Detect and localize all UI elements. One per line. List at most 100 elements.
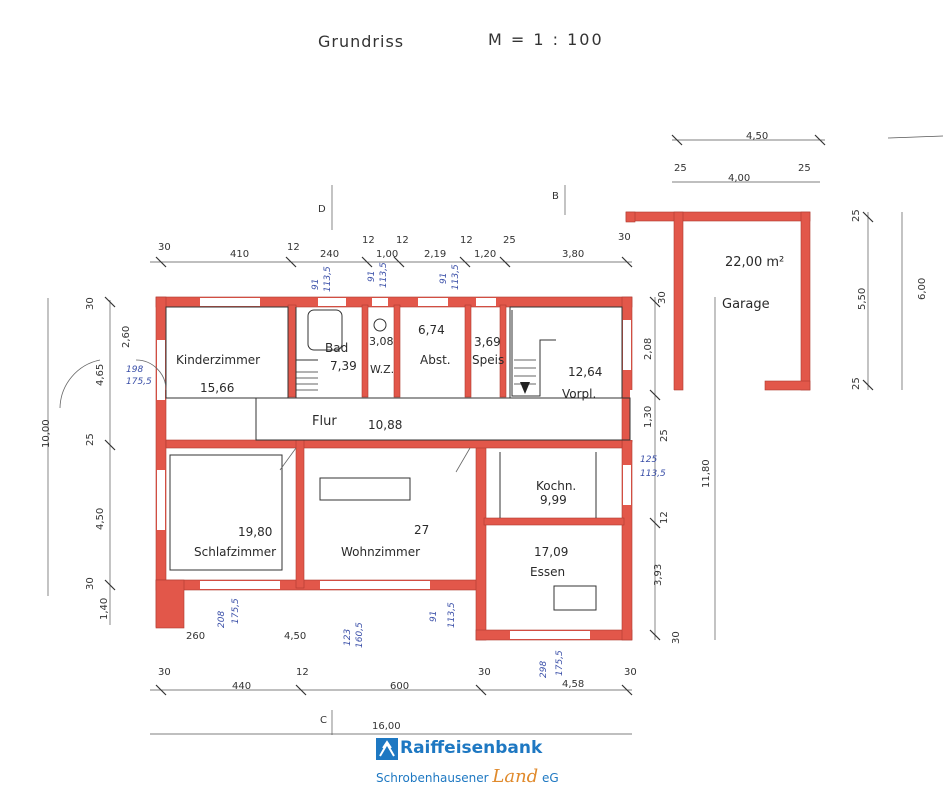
room-schlafzimmer-area: 19,80 (238, 525, 273, 539)
note-window-3a: 91 (439, 272, 449, 284)
dim-top-11: 25 (503, 235, 516, 246)
logo-sub-prefix: Schrobenhausener (376, 771, 489, 785)
dim-right-2: 2,08 (643, 337, 654, 360)
dim-bottom-7: 30 (624, 667, 637, 678)
note-window-2b: 113,5 (379, 262, 389, 288)
note-window-4a: 198 (126, 365, 144, 375)
raiffeisenbank-logo: Raiffeisenbank Schrobenhausener Land eG (374, 736, 574, 787)
dim-left-4: 25 (85, 433, 96, 446)
dim-bottom-1: 30 (158, 667, 171, 678)
logo-land: Land (492, 766, 539, 787)
dim-top-4: 240 (320, 249, 340, 260)
dim-garage-right-1: 25 (851, 209, 862, 222)
dim-bottom-3: 12 (296, 667, 309, 678)
dim-garage-right-4: 25 (851, 377, 862, 390)
dim-left-3: 4,65 (95, 363, 106, 386)
dim-garage-width: 4,50 (746, 131, 769, 142)
dim-top-10: 1,20 (474, 249, 497, 260)
dim-bottom-inner-1: 260 (186, 631, 206, 642)
dim-garage-wall-1: 25 (674, 163, 687, 174)
room-bad-area: 7,39 (330, 359, 357, 373)
note-window-5a: 125 (640, 455, 658, 465)
room-speis-area: 3,69 (474, 335, 501, 349)
dim-bottom-total: 16,00 (372, 721, 401, 732)
room-wz-label: W.Z. (370, 363, 395, 376)
dim-bottom-2: 440 (232, 681, 252, 692)
dim-top-6: 1,00 (376, 249, 399, 260)
section-mark-c: C (320, 715, 327, 726)
dim-top-9: 12 (460, 235, 473, 246)
dim-top-1: 30 (158, 242, 171, 253)
dim-bottom-4: 600 (390, 681, 410, 692)
room-garage-area: 22,00 m² (725, 255, 785, 270)
room-garage-label: Garage (722, 297, 770, 312)
dim-left-1: 30 (85, 297, 96, 310)
room-vorpl-area: 12,64 (568, 365, 603, 379)
dim-left-6: 30 (85, 577, 96, 590)
room-essen-area: 17,09 (534, 545, 569, 559)
logo-sub-suffix: eG (542, 771, 559, 785)
note-window-1b: 113,5 (323, 266, 333, 292)
dim-left-2: 2,60 (121, 325, 132, 348)
note-window-8b: 113,5 (447, 602, 457, 628)
room-kinderzimmer-label: Kinderzimmer (176, 353, 261, 367)
dim-top-12: 3,80 (562, 249, 585, 260)
room-essen-label: Essen (530, 565, 566, 579)
room-kochn-area: 9,99 (540, 493, 567, 507)
logo-subtitle: Schrobenhausener Land eG (376, 766, 559, 787)
room-flur-label: Flur (312, 414, 337, 429)
dim-right-7: 30 (671, 631, 682, 644)
note-window-7b: 160,5 (355, 622, 365, 648)
plan-title: Grundriss (318, 32, 405, 51)
dim-right-4: 25 (659, 429, 670, 442)
note-window-5b: 113,5 (640, 469, 666, 479)
room-flur-area: 10,88 (368, 418, 403, 432)
section-mark-b: B (552, 191, 559, 202)
dim-top-7: 12 (396, 235, 409, 246)
logo-name: Raiffeisenbank (400, 738, 543, 758)
dim-top-3: 12 (287, 242, 300, 253)
dim-bottom-5: 30 (478, 667, 491, 678)
room-kinderzimmer-area: 15,66 (200, 381, 235, 395)
dim-garage-right-2: 5,50 (857, 287, 868, 310)
dim-right-3: 1,30 (643, 405, 654, 428)
dim-left-7: 1,40 (99, 597, 110, 620)
note-window-9a: 298 (539, 660, 549, 678)
dim-top-2: 410 (230, 249, 250, 260)
dim-top-5: 12 (362, 235, 375, 246)
note-window-2a: 91 (367, 270, 377, 282)
note-window-6b: 175,5 (231, 598, 241, 624)
note-window-4b: 175,5 (126, 377, 152, 387)
room-vorpl-label: Vorpl. (562, 387, 597, 401)
walls (155, 211, 811, 641)
room-wohnzimmer-area: 27 (414, 523, 430, 537)
dim-garage-wall-2: 25 (798, 163, 811, 174)
dim-bottom-6: 4,58 (562, 679, 585, 690)
dim-left-total: 10,00 (41, 419, 52, 448)
dim-right-5: 12 (659, 511, 670, 524)
room-kochn-label: Kochn. (536, 479, 577, 493)
room-wz-area: 3,08 (369, 335, 394, 348)
note-window-8a: 91 (429, 610, 439, 622)
stair-arrow (520, 382, 530, 394)
section-mark-d: D (318, 204, 326, 215)
room-abst-area: 6,74 (418, 323, 445, 337)
dim-garage-inner: 4,00 (728, 173, 751, 184)
room-speis-label: Speis (472, 353, 505, 367)
note-window-9b: 175,5 (555, 650, 565, 676)
note-window-1a: 91 (311, 278, 321, 290)
note-window-7a: 123 (343, 628, 353, 646)
room-bad-label: Bad (325, 341, 349, 355)
bank-emblem-icon (376, 738, 398, 760)
dim-bottom-inner-2: 4,50 (284, 631, 307, 642)
room-wohnzimmer-label: Wohnzimmer (341, 545, 421, 559)
dim-right-total: 11,80 (701, 459, 712, 488)
dim-right-1: 30 (657, 291, 668, 304)
note-window-3b: 113,5 (451, 264, 461, 290)
dim-right-6: 3,93 (653, 563, 664, 586)
dim-top-13: 30 (618, 232, 631, 243)
note-window-6a: 208 (217, 610, 227, 628)
room-abst-label: Abst. (420, 353, 451, 367)
room-schlafzimmer-label: Schlafzimmer (194, 545, 277, 559)
